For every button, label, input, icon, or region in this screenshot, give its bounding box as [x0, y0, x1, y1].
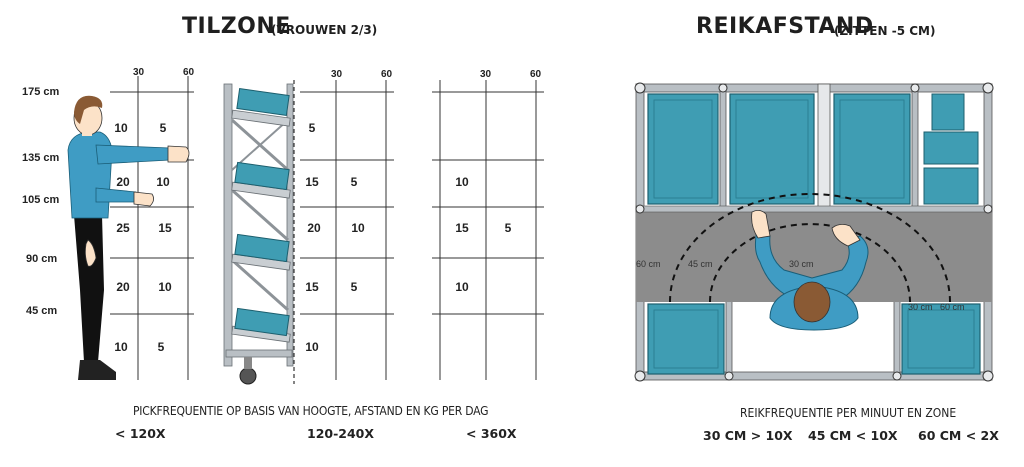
rack-illustration: [223, 80, 295, 385]
grid2-cell-r1-c1: 5: [308, 121, 316, 135]
reach-label-60-right: 60 cm: [940, 302, 965, 312]
tilzone-frequency-3: < 360X: [466, 426, 517, 441]
grid3-cell-r3-c2: 5: [504, 221, 512, 235]
grid2-cell-r2-c2: 5: [350, 175, 358, 189]
grid3-distance-30: 30: [480, 69, 492, 80]
reikafstand-caption: REIKFREQUENTIE PER MINUUT EN ZONE: [740, 406, 957, 420]
tilzone-title: TILZONE: [182, 14, 291, 39]
grid1-cell-r1-c1: 10: [114, 121, 128, 135]
reikafstand-subtitle: (ZITTEN -5 CM): [834, 24, 936, 38]
reach-frequency-45: 45 CM < 10X: [808, 428, 898, 443]
seated-worker-top-view: [751, 210, 869, 331]
reach-label-60-left: 60 cm: [636, 259, 661, 269]
grid2-cell-r3-c2: 10: [351, 221, 365, 235]
grid2-cell-r3-c1: 20: [307, 221, 321, 235]
height-label-105: 105 cm: [22, 194, 60, 206]
tilzone-frequency-1: < 120X: [115, 426, 166, 441]
height-label-175: 175 cm: [22, 86, 60, 98]
grid1-cell-r2-c2: 10: [156, 175, 170, 189]
grid3-cell-r4-c1: 10: [455, 280, 469, 294]
grid1-cell-r5-c1: 10: [114, 340, 128, 354]
grid1-cell-r4-c1: 20: [116, 280, 130, 294]
grid2-cell-r4-c1: 15: [305, 280, 319, 294]
grid1-cell-r2-c1: 20: [116, 175, 130, 189]
reach-label-30-center: 30 cm: [789, 259, 814, 269]
workstation-illustration: [634, 82, 994, 382]
reach-frequency-60: 60 CM < 2X: [918, 428, 999, 443]
grid1-cell-r1-c2: 5: [159, 121, 167, 135]
reach-label-45-left: 45 cm: [688, 259, 713, 269]
grid1-cell-r3-c2: 15: [158, 221, 172, 235]
grid2-distance-30: 30: [331, 69, 343, 80]
grid3-distance-60: 60: [530, 69, 542, 80]
grid2-lines: [300, 80, 394, 380]
grid2-cell-r4-c2: 5: [350, 280, 358, 294]
grid3-cell-r2-c1: 10: [455, 175, 469, 189]
height-label-90: 90 cm: [26, 253, 58, 265]
height-label-135: 135 cm: [22, 152, 60, 164]
grid3-lines: [432, 80, 544, 380]
reach-label-30-right: 30 cm: [908, 302, 933, 312]
grid1-cell-r3-c1: 25: [116, 221, 130, 235]
grid1-distance-60: 60: [183, 67, 195, 78]
tilzone-frequency-2: 120-240X: [307, 426, 375, 441]
grid3-cell-r3-c1: 15: [455, 221, 469, 235]
grid1-cell-r4-c2: 10: [158, 280, 172, 294]
reikafstand-title: REIKAFSTAND: [696, 14, 874, 39]
grid1-cell-r5-c2: 5: [157, 340, 165, 354]
grid2-distance-60: 60: [381, 69, 393, 80]
tilzone-subtitle: (VROUWEN 2/3): [271, 23, 378, 37]
reach-frequency-30: 30 CM > 10X: [703, 428, 793, 443]
grid1-distance-30: 30: [133, 67, 145, 78]
height-label-45: 45 cm: [26, 305, 58, 317]
worker-figure: [67, 95, 190, 380]
tilzone-caption: PICKFREQUENTIE OP BASIS VAN HOOGTE, AFST…: [133, 404, 489, 418]
grid2-cell-r5-c1: 10: [305, 340, 319, 354]
grid2-cell-r2-c1: 15: [305, 175, 319, 189]
